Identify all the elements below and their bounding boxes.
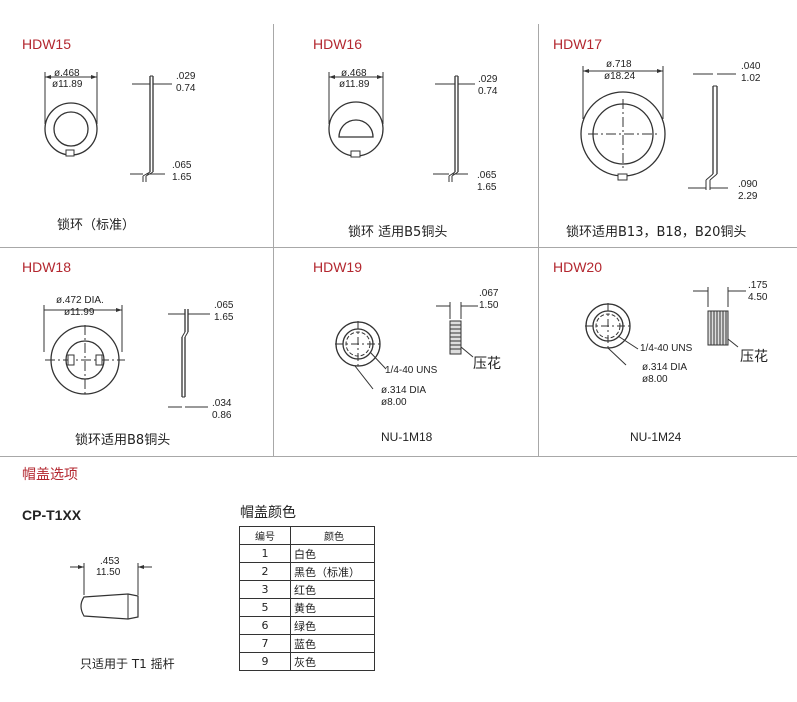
product-cell-hdw16: HDW16 ø.468 ø11.89 .029 0.74 .065 1.65 锁…: [273, 24, 538, 247]
product-code: HDW18: [22, 259, 72, 275]
product-cell-hdw18: HDW18 ø.472 DIA. ø11.99 .065 1.65 .034 0…: [0, 247, 273, 456]
thickness-mm: 0.74: [176, 83, 196, 94]
dia-mm: ø11.99: [64, 307, 95, 318]
grid-divider-h2: [0, 456, 797, 457]
product-cell-hdw15: HDW15 ø.468 ø11.89 .029 0.74 .065 1.65 锁…: [0, 24, 273, 247]
table-header-row: 编号 颜色: [239, 526, 375, 545]
knurl-label: 压花: [473, 356, 501, 372]
color-number: 2: [239, 562, 291, 581]
header-number: 编号: [239, 526, 291, 545]
color-table-title: 帽盖颜色: [240, 505, 296, 521]
product-code: HDW15: [22, 36, 72, 52]
washer-drawing: [538, 24, 797, 247]
cap-length-mm: 11.50: [96, 567, 121, 578]
cap-part-number: CP-T1XX: [22, 507, 82, 523]
product-caption: 锁环适用B13，B18，B20铜头: [566, 225, 747, 240]
cap-usage-note: 只适用于 T1 摇杆: [80, 657, 175, 671]
nut-drawing: [538, 247, 797, 456]
nut-drawing: [273, 247, 538, 456]
product-caption: 锁环适用B8铜头: [75, 433, 171, 448]
height-mm: 4.50: [748, 292, 768, 303]
color-number: 9: [239, 652, 291, 671]
product-cell-hdw19: HDW19 1/4-40 UNS ø.314 DIA ø8.00 .067 1.…: [273, 247, 538, 456]
height-mm: 1.50: [479, 300, 499, 311]
thickness-mm: 1.02: [741, 73, 761, 84]
od-inch: ø.314 DIA: [381, 385, 427, 396]
grid-divider-h1: [0, 247, 797, 248]
od-mm: ø8.00: [381, 397, 407, 408]
color-name: 绿色: [290, 616, 375, 635]
washer-drawing: [273, 24, 538, 247]
tab-inch: .034: [212, 398, 232, 409]
height-inch: .067: [479, 288, 499, 299]
tab-inch: .065: [172, 160, 192, 171]
dia-inch: ø.468: [54, 68, 80, 79]
product-caption: 锁环 适用B5铜头: [348, 225, 448, 240]
color-name: 红色: [290, 580, 375, 599]
tab-mm: 0.86: [212, 410, 232, 421]
thread-spec: 1/4-40 UNS: [385, 365, 438, 376]
product-caption: 锁环（标准）: [57, 218, 136, 233]
product-code: HDW17: [553, 36, 603, 52]
dia-mm: ø11.89: [339, 79, 370, 90]
washer-drawing: [0, 247, 273, 456]
color-number: 5: [239, 598, 291, 617]
grid-divider-v1: [273, 24, 274, 456]
color-name: 蓝色: [290, 634, 375, 653]
od-inch: ø.314 DIA: [642, 362, 688, 373]
dia-mm: ø18.24: [604, 71, 636, 82]
od-mm: ø8.00: [642, 374, 668, 385]
product-code: HDW16: [313, 36, 363, 52]
tab-mm: 1.65: [477, 182, 497, 193]
header-color: 颜色: [290, 526, 375, 545]
cap-length-inch: .453: [100, 556, 120, 567]
product-code: HDW19: [313, 259, 363, 275]
height-inch: .175: [748, 280, 768, 291]
product-caption: NU-1M24: [630, 430, 682, 444]
washer-drawing: [0, 24, 273, 247]
dia-inch: ø.718: [606, 59, 632, 70]
color-number: 3: [239, 580, 291, 599]
color-number: 6: [239, 616, 291, 635]
product-caption: NU-1M18: [381, 430, 433, 444]
tab-mm: 2.29: [738, 191, 758, 202]
product-cell-hdw20: HDW20 1/4-40 UNS ø.314 DIA ø8.00 .175 4.…: [538, 247, 797, 456]
thread-spec: 1/4-40 UNS: [640, 343, 693, 354]
product-cell-hdw17: HDW17 ø.718 ø18.24 .040 1.02 .090 2.29 锁…: [538, 24, 797, 247]
thickness-inch: .029: [176, 71, 196, 82]
thickness-inch: .065: [214, 300, 234, 311]
product-code: HDW20: [553, 259, 603, 275]
dia-inch: ø.468: [341, 68, 367, 79]
tab-inch: .090: [738, 179, 758, 190]
color-name: 灰色: [290, 652, 375, 671]
dia-mm: ø11.89: [52, 79, 83, 90]
thickness-inch: .029: [478, 74, 498, 85]
thickness-mm: 0.74: [478, 86, 498, 97]
color-name: 黑色（标准）: [290, 562, 375, 581]
color-name: 黄色: [290, 598, 375, 617]
thickness-mm: 1.65: [214, 312, 234, 323]
dia-inch: ø.472 DIA.: [56, 295, 104, 306]
color-number: 1: [239, 544, 291, 563]
tab-mm: 1.65: [172, 172, 192, 183]
thickness-inch: .040: [741, 61, 761, 72]
color-number: 7: [239, 634, 291, 653]
grid-divider-v2: [538, 24, 539, 456]
knurl-label: 压花: [740, 349, 768, 365]
color-name: 白色: [290, 544, 375, 563]
tab-inch: .065: [477, 170, 497, 181]
cap-section-title: 帽盖选项: [22, 467, 78, 483]
